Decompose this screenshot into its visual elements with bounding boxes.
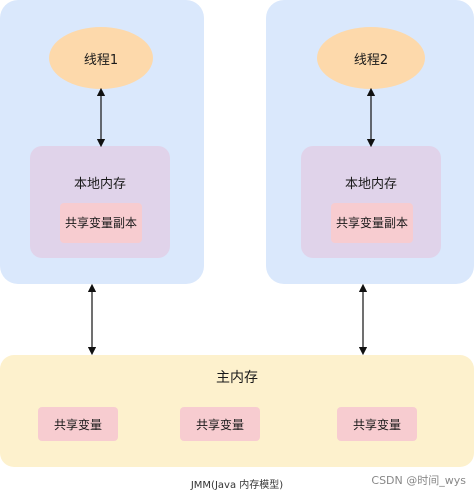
diagram-caption: JMM(Java 内存模型) (190, 480, 284, 491)
variable-1-label: 共享变量 (53, 417, 102, 432)
thread-2-local-memory: 本地内存 共享变量副本 (301, 146, 441, 258)
thread-1-node: 线程1 (49, 27, 153, 89)
thread-2-local-memory-label: 本地内存 (344, 177, 397, 192)
thread-1-copy-label: 共享变量副本 (64, 215, 137, 230)
main-memory-variable-3: 共享变量 (337, 407, 417, 441)
main-memory-variable-1: 共享变量 (38, 407, 118, 441)
thread-1-label: 线程1 (83, 52, 119, 68)
thread-2-node: 线程2 (317, 27, 425, 89)
thread-2-copy-label: 共享变量副本 (335, 215, 408, 230)
variable-3-label: 共享变量 (352, 417, 401, 432)
thread-1-local-memory-label: 本地内存 (73, 177, 126, 192)
main-memory-label: 主内存 (216, 370, 258, 386)
variable-2-label: 共享变量 (195, 417, 244, 432)
thread-2-label: 线程2 (353, 52, 389, 68)
csdn-watermark: CSDN @时间_wys (371, 474, 466, 487)
main-memory: 主内存 共享变量 共享变量 共享变量 (0, 355, 474, 467)
main-memory-variable-2: 共享变量 (180, 407, 260, 441)
thread-1-local-memory: 本地内存 共享变量副本 (30, 146, 170, 258)
thread-2-shared-variable-copy: 共享变量副本 (331, 203, 413, 243)
thread-1-shared-variable-copy: 共享变量副本 (60, 203, 142, 243)
